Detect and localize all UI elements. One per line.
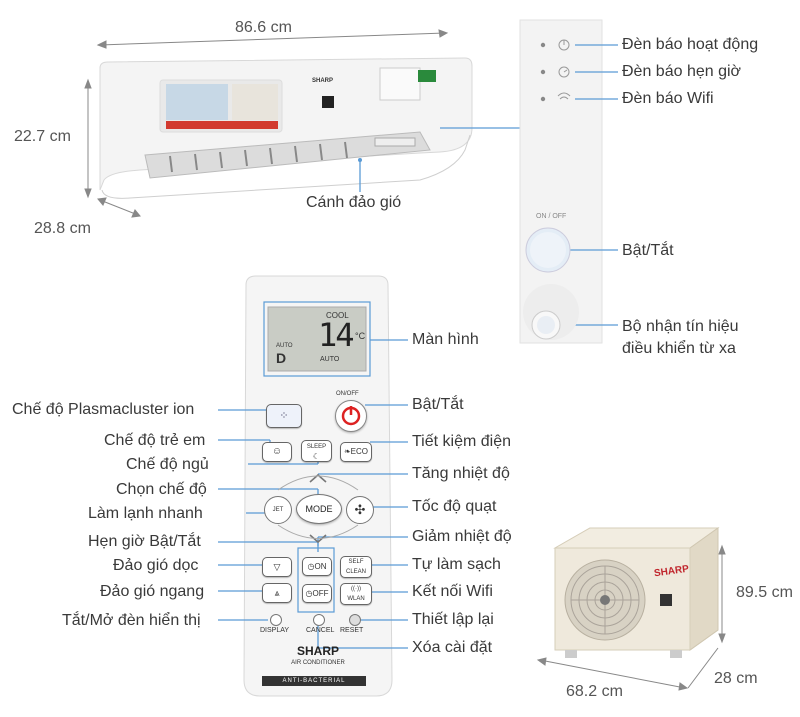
timer-led-label: Đèn báo hẹn giờ [622,63,742,80]
fan-icon: ✣ [354,502,366,517]
label-fan: Tốc độ quạt [412,498,497,515]
wifi-led-label: Đèn báo Wifi [622,90,714,107]
label-display: Tắt/Mở đèn hiển thị [62,612,201,629]
remote-product: AIR CONDITIONER [291,660,345,666]
cancel-label: CANCEL [306,627,335,634]
horizontal-swing-icon: ⩓ [274,588,280,598]
display-label: DISPLAY [260,627,290,634]
self-clean-label-2: CLEAN [345,569,366,575]
vertical-swing-icon: ▽ [273,562,281,572]
screen-d-icon: D [276,350,287,366]
dim-indoor-depth: 28.8 cm [34,220,91,237]
receiver-label-1: Bộ nhận tín hiệu [622,318,739,335]
vertical-swing-button[interactable]: ▽ [262,557,292,577]
label-wifi: Kết nối Wifi [412,583,493,600]
child-mode-button[interactable]: ☺ [262,442,292,462]
fan-speed-button[interactable]: ✣ [346,496,374,524]
dim-outdoor-depth: 28 cm [714,670,758,687]
wlan-button[interactable]: ((·)) WLAN [340,583,372,605]
label-jet: Làm lạnh nhanh [88,505,203,522]
dim-indoor-height: 22.7 cm [14,128,71,145]
jet-label: JET [272,507,284,513]
onoff-button[interactable] [335,400,367,432]
indoor-unit-drawing [99,57,473,199]
label-onoff: Bật/Tắt [412,396,464,413]
label-temp-down: Giảm nhiệt độ [412,528,512,545]
child-icon: ☺ [271,446,283,457]
timer-on-label: ON [314,562,327,571]
horizontal-swing-button[interactable]: ⩓ [262,583,292,603]
label-timer: Hẹn giờ Bật/Tắt [88,533,201,550]
temp-down-button[interactable] [306,530,330,546]
dimension-lines [84,29,726,691]
outdoor-unit-drawing [553,527,720,658]
wifi-icon: ((·)) [351,586,361,592]
sleep-button[interactable]: SLEEP ☾ [301,440,332,462]
screen-fan-auto: AUTO [320,356,340,363]
indoor-brand: SHARP [312,78,334,84]
operation-led-label: Đèn báo hoạt động [622,36,759,53]
screen-temp-unit: °C [355,331,366,341]
clock-off-icon: ◷ [305,589,313,598]
label-cancel: Xóa cài đặt [412,639,493,656]
label-reset: Thiết lập lại [412,611,494,628]
timer-off-label: OFF [312,589,329,598]
timer-off-button[interactable]: ◷OFF [302,584,332,603]
label-horizontal-swing: Đảo gió ngang [100,583,205,600]
plasmacluster-button[interactable]: ⁘ [266,404,302,428]
label-self-clean: Tự làm sạch [412,556,501,573]
plasmacluster-icon: ⁘ [279,410,289,422]
screen-auto: AUTO [276,343,293,349]
reset-button[interactable] [349,614,361,626]
wlan-label: WLAN [347,596,365,602]
label-plasmacluster: Chế độ Plasmacluster ion [12,401,195,418]
timer-on-button[interactable]: ◷ON [302,557,332,576]
label-eco: Tiết kiệm điện [412,433,511,450]
receiver-label-2: điều khiển từ xa [622,340,736,357]
remote-tag: ANTI-BACTERIAL [262,676,366,686]
self-clean-button[interactable]: SELF CLEAN [340,556,372,578]
eco-button[interactable]: ❧ECO [340,442,372,462]
moon-icon: ☾ [312,452,321,461]
cancel-button[interactable] [313,614,325,626]
label-child: Chế độ trẻ em [104,432,206,449]
label-screen: Màn hình [412,331,479,348]
label-sleep: Chế độ ngủ [126,456,209,473]
self-clean-label-1: SELF [348,559,364,565]
panel-onoff-label: Bật/Tắt [622,242,674,259]
dim-outdoor-height: 89.5 cm [736,584,793,601]
power-icon [341,406,361,426]
panel-onoff-caption: ON / OFF [536,213,567,220]
label-vertical-swing: Đảo gió dọc [113,557,199,574]
screen-temperature: 14 [318,316,355,354]
dim-indoor-width: 86.6 cm [235,19,292,36]
onoff-caption: ON/OFF [336,391,359,397]
temp-up-button[interactable] [306,470,330,486]
eco-label: ECO [350,447,369,456]
label-mode: Chọn chế độ [116,481,207,498]
louver-label: Cánh đảo gió [306,194,402,211]
reset-label: RESET [340,627,364,634]
screen-mode: COOL [326,311,349,320]
remote-brand: SHARP [296,644,339,658]
jet-button[interactable]: JET [264,496,292,524]
dim-outdoor-width: 68.2 cm [566,683,623,700]
mode-button[interactable]: MODE [296,494,342,524]
leaf-icon: ❧ [343,447,351,456]
display-button[interactable] [270,614,282,626]
label-temp-up: Tăng nhiệt độ [412,465,510,482]
sleep-label: SLEEP [306,444,327,450]
clock-on-icon: ◷ [307,562,315,571]
